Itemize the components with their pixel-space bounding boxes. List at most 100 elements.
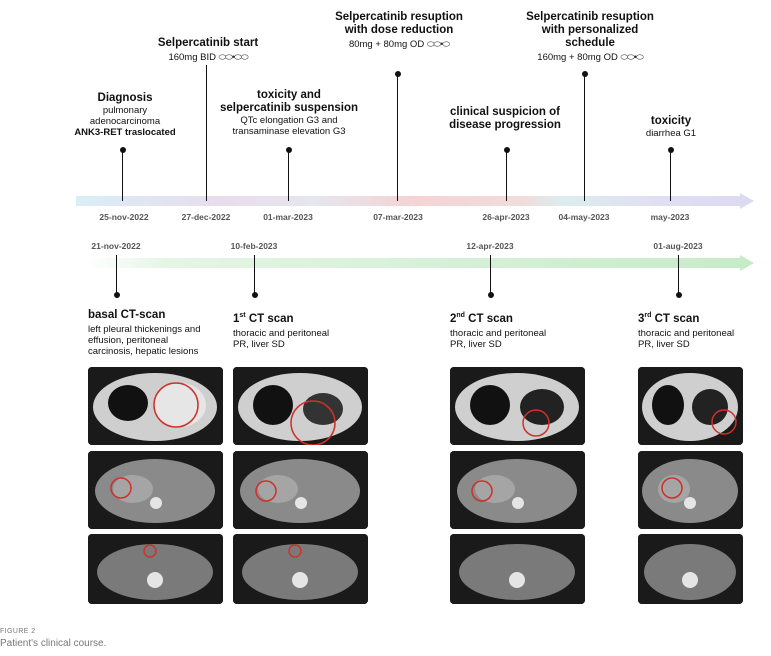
- scan-line: thoracic and peritoneal: [638, 327, 735, 339]
- event-line: adenocarcinoma: [89, 116, 161, 127]
- ct-image-thorax: [88, 367, 223, 445]
- event-connector: [670, 150, 672, 201]
- ct-image-pelvis: [233, 534, 368, 604]
- scan-dot: [114, 292, 120, 298]
- scan-number: 1: [233, 312, 240, 325]
- event-title: toxicity: [650, 115, 692, 127]
- event-line: 160mg + 80mg OD ⬭⬭•⬭: [520, 52, 660, 63]
- scan-line: PR, liver SD: [638, 338, 690, 350]
- event-date: 27-dec-2022: [181, 212, 231, 222]
- event-title-2: selpercatinib suspension: [219, 102, 359, 114]
- dose-text: 160mg BID: [168, 52, 216, 63]
- scan-line: left pleural thickenings and: [88, 324, 201, 335]
- scan-label: CT scan: [651, 312, 700, 325]
- bottom-timeline-bar: [88, 255, 754, 271]
- event-title: Diagnosis: [97, 92, 153, 104]
- event-line: diarrhea G1: [645, 128, 697, 139]
- scan-date: 12-apr-2023: [466, 241, 514, 251]
- scan-label: CT scan: [464, 312, 513, 325]
- scan-date: 21-nov-2022: [91, 241, 141, 251]
- scan-connector: [116, 255, 118, 295]
- ct-image-pelvis: [638, 534, 743, 604]
- event-connector: [397, 74, 399, 201]
- scan-connector: [254, 255, 256, 295]
- top-timeline-bar: [76, 193, 754, 209]
- scan-date: 01-aug-2023: [653, 241, 703, 251]
- ct-image-abdomen: [88, 451, 223, 529]
- scan-dot: [676, 292, 682, 298]
- scan-line: PR, liver SD: [450, 338, 502, 350]
- event-line: transaminase elevation G3: [232, 126, 346, 137]
- event-date: 04-may-2023: [558, 212, 610, 222]
- scan-line: PR, liver SD: [233, 338, 285, 350]
- scan-number: 2: [450, 312, 457, 325]
- figure-caption: Patient's clinical course.: [0, 638, 107, 649]
- event-line: 80mg + 80mg OD ⬭⬭•⬭: [326, 39, 472, 50]
- ct-image-abdomen: [233, 451, 368, 529]
- event-date: 26-apr-2023: [482, 212, 530, 222]
- ct-image-abdomen: [638, 451, 743, 529]
- ct-image-pelvis: [450, 534, 585, 604]
- event-title-2: with dose reduction: [344, 24, 454, 36]
- event-personalized-schedule: Selpercatinib resuption with personalize…: [520, 11, 660, 63]
- event-title-3: schedule: [565, 37, 615, 49]
- event-date: 01-mar-2023: [263, 212, 313, 222]
- event-title: clinical suspicion of: [450, 106, 560, 118]
- event-dose-reduction: Selpercatinib resuption with dose reduct…: [326, 11, 472, 50]
- scan-third: 3rd CT scan thoracic and peritoneal PR, …: [638, 309, 770, 350]
- scan-ordinal: st: [239, 312, 246, 319]
- figure-label: FIGURE 2: [0, 628, 36, 635]
- dose-text: 80mg + 80mg OD: [348, 39, 425, 50]
- event-connector: [288, 150, 290, 201]
- event-toxicity-diarrhea: toxicity diarrhea G1: [626, 115, 716, 139]
- scan-line: thoracic and peritoneal: [233, 327, 330, 339]
- event-line: pulmonary: [102, 105, 148, 116]
- event-selpercatinib-start: Selpercatinib start 160mg BID ⬭⬭•⬭⬭: [148, 37, 268, 63]
- scan-ordinal: nd: [456, 312, 465, 319]
- ct-image-abdomen: [450, 451, 585, 529]
- event-connector: [122, 150, 124, 201]
- event-title-2: disease progression: [449, 119, 561, 131]
- event-toxicity-suspension: toxicity and selpercatinib suspension QT…: [218, 89, 360, 137]
- event-connector: [506, 150, 508, 201]
- pill-icon: ⬭⬭•⬭⬭: [218, 52, 249, 62]
- ct-image-thorax: [450, 367, 585, 445]
- event-title: Selpercatinib start: [157, 37, 259, 49]
- event-progression-suspicion: clinical suspicion of disease progressio…: [438, 106, 572, 132]
- event-line: QTc elongation G3 and: [240, 115, 338, 126]
- scan-connector: [678, 255, 680, 295]
- scan-title: 2nd CT scan: [450, 309, 590, 326]
- scan-line: carcinosis, hepatic lesions: [88, 346, 199, 357]
- scan-dot: [252, 292, 258, 298]
- event-connector: [584, 74, 586, 201]
- scan-ordinal: rd: [644, 312, 652, 319]
- scan-title: 1st CT scan: [233, 309, 373, 326]
- ct-image-pelvis: [88, 534, 223, 604]
- event-line: 160mg BID ⬭⬭•⬭⬭: [148, 52, 268, 63]
- scan-label: CT scan: [245, 312, 294, 325]
- event-diagnosis: Diagnosis pulmonary adenocarcinoma ANK3-…: [70, 92, 180, 138]
- event-title-2: with personalized: [541, 24, 639, 36]
- event-connector: [206, 65, 208, 201]
- event-title: Selpercatinib resuption: [335, 11, 463, 23]
- ct-image-thorax: [233, 367, 368, 445]
- scan-line: thoracic and peritoneal: [450, 327, 547, 339]
- event-title: Selpercatinib resuption: [526, 11, 654, 23]
- pill-icon: ⬭⬭•⬭: [426, 39, 450, 49]
- scan-number: 3: [638, 312, 645, 325]
- event-title: toxicity and: [257, 89, 321, 101]
- scan-title: basal CT-scan: [88, 309, 166, 321]
- event-date: may-2023: [650, 212, 690, 222]
- scan-date: 10-feb-2023: [230, 241, 278, 251]
- event-bold-line: ANK3-RET traslocated: [74, 127, 176, 138]
- dose-text: 160mg + 80mg OD: [537, 52, 618, 63]
- ct-image-thorax: [638, 367, 743, 445]
- scan-dot: [488, 292, 494, 298]
- pill-icon: ⬭⬭•⬭: [620, 52, 643, 62]
- scan-basal: basal CT-scan left pleural thickenings a…: [88, 309, 228, 357]
- event-date: 25-nov-2022: [99, 212, 149, 222]
- scan-connector: [490, 255, 492, 295]
- scan-line: effusion, peritoneal: [88, 335, 169, 346]
- scan-first: 1st CT scan thoracic and peritoneal PR, …: [233, 309, 373, 350]
- scan-second: 2nd CT scan thoracic and peritoneal PR, …: [450, 309, 590, 350]
